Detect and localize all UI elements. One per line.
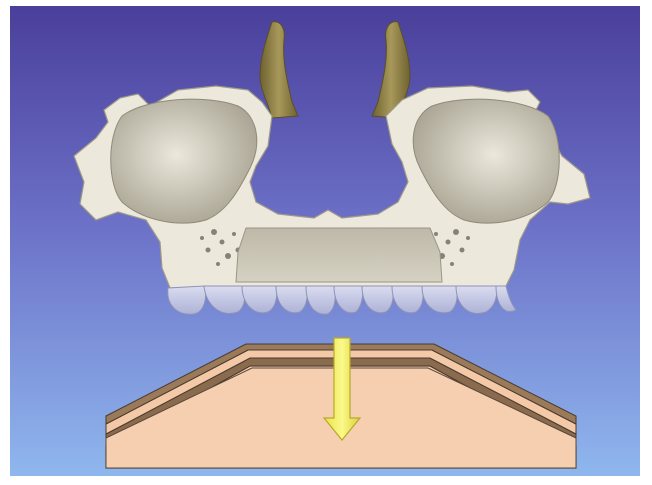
diagram-frame [10, 6, 640, 476]
palate-region [236, 228, 442, 282]
maxilla-bone-graft-diagram [10, 6, 640, 476]
